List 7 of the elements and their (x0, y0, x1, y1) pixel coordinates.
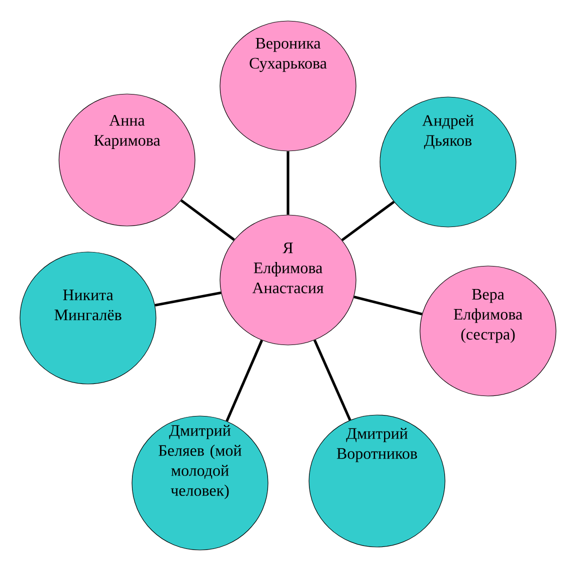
connector-line (180, 199, 235, 241)
connector-line (286, 151, 290, 215)
connector-line (226, 340, 264, 422)
connector-line (354, 296, 422, 316)
connector-line (341, 200, 395, 242)
connector-line (154, 291, 222, 307)
connector-line (313, 340, 352, 421)
